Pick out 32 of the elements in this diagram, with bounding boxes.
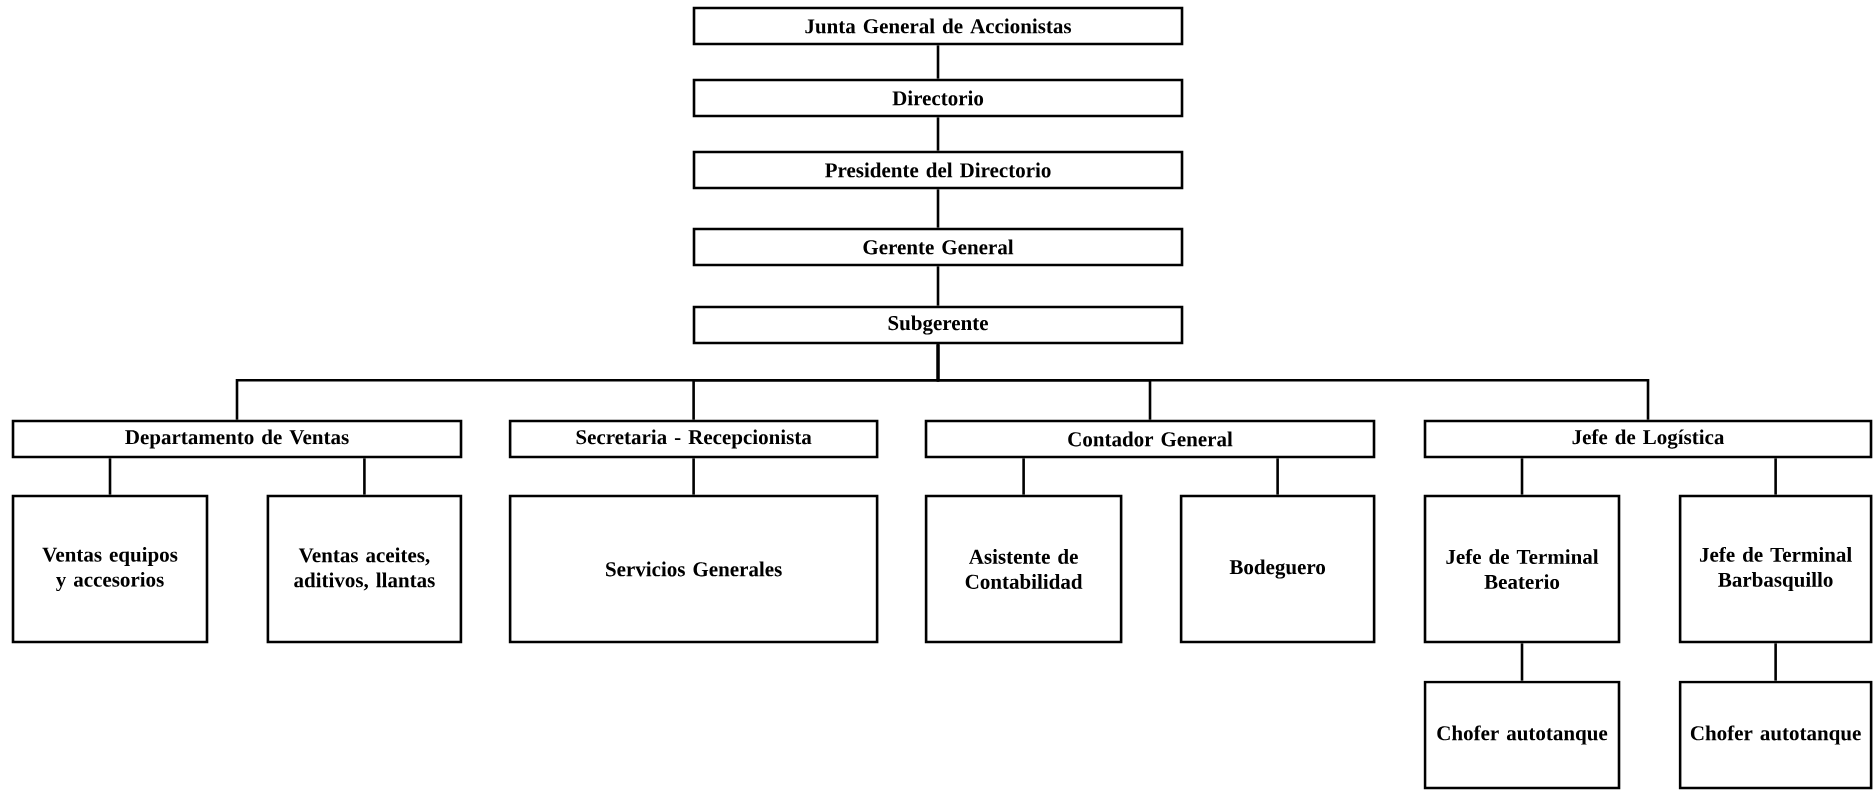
org-box: Contador General (924, 419, 1376, 459)
connector-line (692, 458, 695, 495)
connector-line (936, 344, 1650, 420)
org-box: Presidente del Directorio (692, 150, 1184, 190)
org-box: Jefe de Terminal Beaterio (1423, 494, 1621, 644)
org-box: Ventas equipos y accesorios (11, 494, 209, 644)
org-box: Gerente General (692, 227, 1184, 267)
connector-line (936, 266, 940, 306)
connector-line (1774, 643, 1777, 681)
org-box: Chofer autotanque (1423, 680, 1621, 790)
connector-line (1276, 458, 1279, 495)
connector-line (1022, 458, 1025, 495)
connector-line (1520, 458, 1524, 495)
org-box: Chofer autotanque (1678, 680, 1873, 790)
connector-line (363, 458, 366, 495)
org-box: Ventas aceites, aditivos, llantas (266, 494, 463, 644)
connector-line (936, 117, 940, 151)
org-box: Secretaria - Recepcionista (508, 419, 879, 459)
connector-line (936, 45, 940, 79)
org-box: Subgerente (692, 305, 1184, 345)
org-box: Bodeguero (1179, 494, 1376, 644)
org-box: Departamento de Ventas (11, 419, 463, 459)
org-box: Directorio (692, 78, 1184, 118)
org-box: Jefe de Terminal Barbasquillo (1678, 494, 1873, 644)
org-box: Junta General de Accionistas (692, 6, 1184, 46)
connector-line (936, 189, 940, 228)
connector-line (1774, 458, 1777, 495)
connector-line (1520, 643, 1524, 681)
org-box: Jefe de Logística (1423, 419, 1873, 459)
connector-line (108, 458, 112, 495)
org-box: Servicios Generales (508, 494, 879, 644)
org-box: Asistente de Contabilidad (924, 494, 1123, 644)
